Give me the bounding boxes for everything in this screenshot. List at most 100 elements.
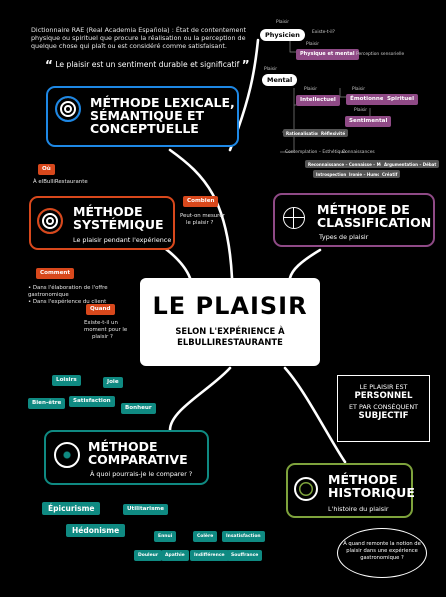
quote: “ Le plaisir est un sentiment durable et…: [45, 58, 250, 72]
term-souffrance: Souffrance: [227, 550, 263, 561]
tag-ou: Où: [38, 164, 55, 175]
node-mental: Mental: [262, 74, 298, 86]
globe-icon: [283, 207, 305, 229]
center-title: LE PLAISIR: [152, 292, 308, 320]
node-connaissances: Connaissances: [342, 150, 375, 155]
historique-title-2: HISTORIQUE: [328, 485, 415, 500]
tag-combien: Combien: [183, 196, 219, 207]
plaisir-label-top: Plaisir: [276, 20, 290, 25]
method-classification-node[interactable]: MÉTHODE DE CLASSIFICATION Types de plais…: [273, 193, 435, 247]
systemique-title-1: MÉTHODE: [73, 204, 143, 219]
bullet-2-text: Dans l'expérience du client: [32, 299, 107, 305]
synonym-joie: Joie: [103, 377, 123, 388]
synonym-satisfaction: Satisfaction: [69, 396, 115, 407]
comparative-title-1: MÉTHODE: [88, 439, 158, 454]
term-insatisfaction: Insatisfaction: [222, 531, 265, 542]
historic-question-1: À quand remonte la notion de: [343, 541, 421, 547]
center-subtitle-1: SELON L'EXPÉRIENCE À: [175, 326, 285, 336]
interlocking-rings-icon: [294, 477, 318, 501]
personal-line-3: ET PAR CONSÉQUENT: [348, 403, 419, 411]
node-physique-mental: Physique et mental: [296, 49, 359, 60]
lexicale-title-3: CONCEPTUELLE: [90, 121, 199, 136]
center-subtitle: SELON L'EXPÉRIENCE À ELBULLIRESTAURANTE: [140, 326, 320, 348]
center-node[interactable]: LE PLAISIR SELON L'EXPÉRIENCE À ELBULLIR…: [140, 278, 320, 366]
note-combien-1: Peut-on mesurer: [180, 213, 225, 219]
bullet-2: • Dans l'expérience du client: [28, 299, 107, 305]
bullet-1: • Dans l'élaboration de l'offre gastrono…: [28, 285, 108, 298]
node-ironie: Ironie – Humour: [346, 170, 388, 178]
close-quote-icon: ”: [241, 58, 250, 72]
historique-subtitle: L'histoire du plaisir: [328, 505, 389, 513]
historic-question-3: gastronomique ?: [360, 555, 404, 561]
note-quand: Existe-t-il un moment pour le plaisir ?: [84, 320, 127, 341]
node-contemplation: Contemplation – Esthétique: [285, 150, 346, 155]
quote-text: Le plaisir est un sentiment durable et s…: [55, 60, 240, 69]
lexicale-title-1: MÉTHODE LEXICALE,: [90, 95, 235, 110]
node-argumentation: Argumentation – Débat: [381, 160, 440, 168]
target-icon: [55, 96, 81, 122]
term-ennui: Ennui: [154, 531, 177, 542]
node-reflexivite: Réflexivité: [318, 129, 349, 137]
note-quand-3: plaisir ?: [92, 334, 113, 340]
personal-line-4: SUBJECTIF: [358, 411, 409, 421]
term-apathie: Apathie: [161, 550, 189, 561]
node-intellectuel: Intellectuel: [296, 95, 340, 106]
term-hedonisme: Hédonisme: [66, 524, 126, 537]
lexicale-title-2: SÉMANTIQUE ET: [90, 108, 205, 123]
node-creatif: Créatif: [379, 170, 401, 178]
node-spirituel: Spirituel: [383, 94, 418, 105]
comparative-title-2: COMPARATIVE: [88, 452, 188, 467]
note-ou: À elBulliRestaurante: [33, 179, 88, 185]
node-reconnaissance: Reconnaissance – Connaisse – Mémoire: [305, 160, 400, 168]
center-subtitle-2: ELBULLIRESTAURANTE: [177, 337, 283, 347]
synonym-bonheur: Bonheur: [121, 403, 156, 414]
systemique-title-2: SYSTÉMIQUE: [73, 217, 164, 232]
historique-title-1: MÉTHODE: [328, 472, 398, 487]
method-systemique-node[interactable]: MÉTHODE SYSTÉMIQUE Le plaisir pendant l'…: [29, 196, 175, 250]
plaisir-label-3: Plaisir: [264, 67, 278, 72]
bullet-1-text: Dans l'élaboration de l'offre gastronomi…: [28, 285, 108, 298]
classification-title-1: MÉTHODE DE: [317, 202, 410, 217]
term-douleur: Douleur: [134, 550, 163, 561]
method-lexicale-node[interactable]: MÉTHODE LEXICALE, SÉMANTIQUE ET CONCEPTU…: [46, 86, 239, 147]
node-physicien: Physicien: [260, 29, 305, 41]
node-rationalisation: Rationalisation: [283, 129, 324, 137]
method-historique-node[interactable]: MÉTHODE HISTORIQUE L'histoire du plaisir: [286, 463, 415, 518]
tag-quand: Quand: [86, 304, 115, 315]
node-emotionnel: Émotionnel: [346, 94, 390, 105]
plaisir-label-5: Plaisir: [352, 87, 366, 92]
term-colere: Colère: [193, 531, 218, 542]
node-perception: Perception sensorielle: [356, 52, 405, 57]
note-combien: Peut-on mesurer le plaisir ?: [180, 213, 225, 227]
systemique-subtitle: Le plaisir pendant l'expérience: [73, 236, 172, 244]
note-comment: • Dans l'élaboration de l'offre gastrono…: [28, 285, 108, 306]
personal-line-2: PERSONNEL: [354, 391, 413, 401]
plaisir-label-4: Plaisir: [304, 87, 318, 92]
open-quote-icon: “: [45, 58, 53, 72]
personal-line-1: LE PLAISIR EST: [359, 383, 408, 391]
synonym-bien-etre: Bien-être: [28, 398, 66, 409]
tag-comment: Comment: [36, 268, 75, 279]
note-quand-1: Existe-t-il un: [84, 320, 118, 326]
term-epicurisme: Épicurisme: [42, 502, 101, 515]
existe-label: Existe-t-il?: [312, 30, 335, 35]
synonym-loisirs: Loisirs: [52, 375, 81, 386]
note-combien-2: le plaisir ?: [186, 220, 214, 226]
comparative-subtitle: À quoi pourrais-je le comparer ?: [90, 470, 193, 478]
term-indifference: Indifférence: [190, 550, 229, 561]
historic-question-2: plaisir dans une expérience: [346, 548, 418, 554]
classification-title-2: CLASSIFICATION: [317, 215, 432, 230]
historic-question: À quand remonte la notion de plaisir dan…: [337, 528, 427, 578]
node-sentimental: Sentimental: [345, 116, 392, 127]
classification-subtitle: Types de plaisir: [319, 233, 369, 241]
target-icon: [37, 208, 63, 234]
personal-box: LE PLAISIR EST PERSONNEL ET PAR CONSÉQUE…: [337, 375, 430, 442]
plaisir-label-6: Plaisir: [354, 108, 368, 113]
node-introspection: Introspection: [313, 170, 350, 178]
term-utilitarisme: Utilitarisme: [123, 504, 169, 515]
compare-circle-icon: [54, 442, 80, 468]
plaisir-label-2: Plaisir: [306, 42, 320, 47]
definition-text: Dictionnaire RAE (Real Academia Española…: [31, 26, 247, 50]
note-quand-2: moment pour le: [84, 327, 128, 333]
method-comparative-node[interactable]: MÉTHODE COMPARATIVE À quoi pourrais-je l…: [44, 430, 209, 485]
